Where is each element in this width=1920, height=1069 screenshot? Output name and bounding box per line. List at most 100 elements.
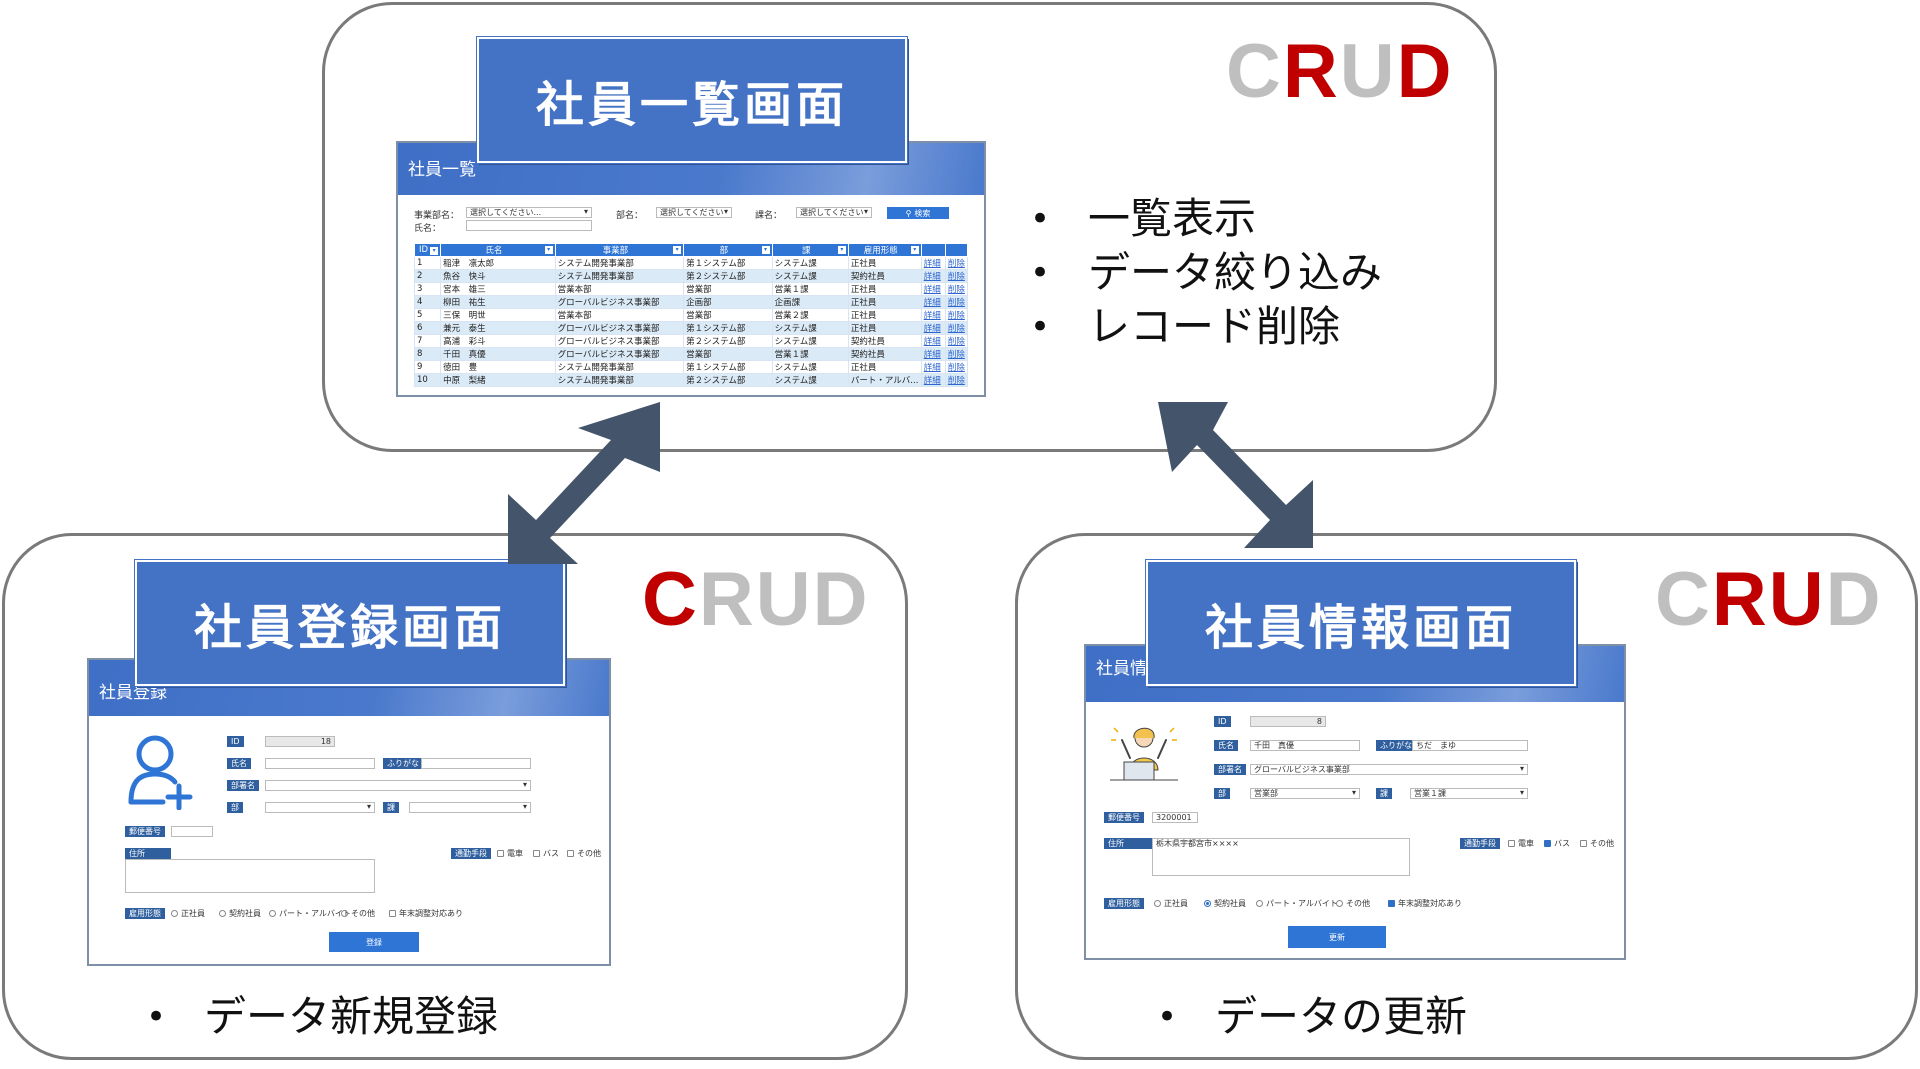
crud-u: U <box>755 557 813 642</box>
register-screenshot: 社員登録 ID 18 氏名 ふりがな 部署名 部 課 郵便番号 住所 通勤手段 … <box>87 658 611 966</box>
year-end-checkbox[interactable]: 年末調整対応あり <box>389 908 463 919</box>
table-cell: 6 <box>413 321 442 335</box>
commute-train-checkbox[interactable]: 電車 <box>1508 838 1534 849</box>
detail-link[interactable]: 詳細 <box>920 321 946 335</box>
feature-item: 一覧表示 <box>1030 192 1382 246</box>
delete-link[interactable]: 削除 <box>944 295 969 309</box>
crud-c: C <box>1226 29 1283 114</box>
commute-bus-checkbox[interactable]: バス <box>1544 838 1570 849</box>
filter-icon[interactable]: ▾ <box>430 247 439 255</box>
update-button[interactable]: 更新 <box>1288 926 1386 948</box>
employment-fulltime-radio[interactable]: 正社員 <box>1154 898 1188 909</box>
employment-parttime-radio[interactable]: パート・アルバイト <box>269 908 351 919</box>
postal-input[interactable] <box>171 826 213 837</box>
commute-label: 通勤手段 <box>451 848 491 859</box>
division-select[interactable]: 選択してください... <box>466 207 592 218</box>
commute-bus-checkbox[interactable]: バス <box>533 848 559 859</box>
section-select[interactable]: 選択してください <box>796 207 872 218</box>
crud-u: U <box>1768 557 1826 642</box>
commute-other-checkbox[interactable]: その他 <box>567 848 601 859</box>
address-input[interactable]: 栃木県宇都宮市×××× <box>1152 838 1410 876</box>
dept-label: 部署名 <box>227 780 259 791</box>
info-features: データの更新 <box>1157 990 1467 1044</box>
postal-label: 郵便番号 <box>1104 812 1144 823</box>
info-screen-title: 社員情報画面 <box>1145 559 1577 687</box>
table-cell: 10 <box>413 373 442 387</box>
list-screenshot: 社員一覧 事業部名： 選択してください... 部名： 選択してください 課名： … <box>396 141 986 397</box>
filter-icon[interactable]: ▾ <box>761 246 770 254</box>
table-cell: グローバルビジネス事業部 <box>554 347 685 361</box>
dept-label: 部署名 <box>1214 764 1246 775</box>
list-features: 一覧表示 データ絞り込み レコード削除 <box>1030 192 1382 354</box>
crud-d: D <box>1396 29 1454 114</box>
detail-link[interactable]: 詳細 <box>920 373 946 387</box>
name-label: 氏名 <box>227 758 251 769</box>
name-input[interactable] <box>265 758 375 769</box>
kana-input[interactable] <box>421 758 531 769</box>
employment-other-radio[interactable]: その他 <box>1336 898 1370 909</box>
year-end-checkbox[interactable]: 年末調整対応あり <box>1388 898 1462 909</box>
name-input[interactable] <box>466 220 592 231</box>
employment-contract-radio[interactable]: 契約社員 <box>219 908 261 919</box>
id-field: 8 <box>1250 716 1326 727</box>
person-laptop-icon <box>1110 727 1178 781</box>
crud-c: C <box>642 557 699 642</box>
name-input[interactable]: 千田 真優 <box>1250 740 1360 751</box>
division-label: 事業部名： <box>414 211 460 221</box>
employment-contract-radio[interactable]: 契約社員 <box>1204 898 1246 909</box>
bu-select[interactable]: 営業部 <box>1250 788 1360 799</box>
filter-icon[interactable]: ▾ <box>837 246 846 254</box>
add-user-icon <box>128 735 193 810</box>
dept-select[interactable]: 選択してください <box>656 207 732 218</box>
address-input[interactable] <box>125 859 375 893</box>
ka-select[interactable]: 営業１課 <box>1410 788 1528 799</box>
table-cell: 8 <box>413 347 442 361</box>
commute-train-checkbox[interactable]: 電車 <box>497 848 523 859</box>
list-screen-title: 社員一覧画面 <box>476 36 908 164</box>
commute-other-checkbox[interactable]: その他 <box>1580 838 1614 849</box>
filter-icon[interactable]: ▾ <box>910 246 919 254</box>
table-cell: パート・アルバ... <box>847 373 922 387</box>
feature-item: データの更新 <box>1157 990 1467 1044</box>
register-screen-title: 社員登録画面 <box>134 559 566 687</box>
delete-link[interactable]: 削除 <box>944 373 969 387</box>
postal-label: 郵便番号 <box>125 826 165 837</box>
kana-input[interactable]: ちだ まゆ <box>1412 740 1528 751</box>
bu-label: 部 <box>1214 788 1230 799</box>
delete-link[interactable]: 削除 <box>944 269 969 283</box>
filter-icon[interactable]: ▾ <box>544 246 553 254</box>
name-label: 氏名 <box>1214 740 1238 751</box>
table-cell: 第２システム部 <box>683 373 773 387</box>
col-name[interactable]: 氏名▾ <box>440 243 556 257</box>
employment-fulltime-radio[interactable]: 正社員 <box>171 908 205 919</box>
delete-link[interactable]: 削除 <box>944 321 969 335</box>
table-cell: 契約社員 <box>847 347 922 361</box>
id-field: 18 <box>265 736 335 747</box>
search-button-label: 検索 <box>914 208 931 218</box>
col-dept[interactable]: 部▾ <box>683 243 773 257</box>
crud-d: D <box>1825 557 1883 642</box>
ka-select[interactable] <box>409 802 531 813</box>
postal-input[interactable]: 3200001 <box>1152 812 1198 823</box>
dept-select[interactable] <box>265 780 531 791</box>
col-division[interactable]: 事業部▾ <box>554 243 685 257</box>
employment-parttime-radio[interactable]: パート・アルバイト <box>1256 898 1338 909</box>
col-id[interactable]: ID▾ <box>413 243 442 257</box>
employment-other-radio[interactable]: その他 <box>341 908 375 919</box>
register-button[interactable]: 登録 <box>329 932 419 952</box>
delete-link[interactable]: 削除 <box>944 347 969 361</box>
bu-select[interactable] <box>265 802 375 813</box>
dept-select[interactable]: グローバルビジネス事業部 <box>1250 764 1528 775</box>
table-cell: グローバルビジネス事業部 <box>554 295 685 309</box>
table-cell: 営業１課 <box>771 347 849 361</box>
double-arrow-icon <box>1158 402 1313 548</box>
search-button[interactable]: ⚲検索 <box>887 207 949 219</box>
filter-icon[interactable]: ▾ <box>673 246 682 254</box>
